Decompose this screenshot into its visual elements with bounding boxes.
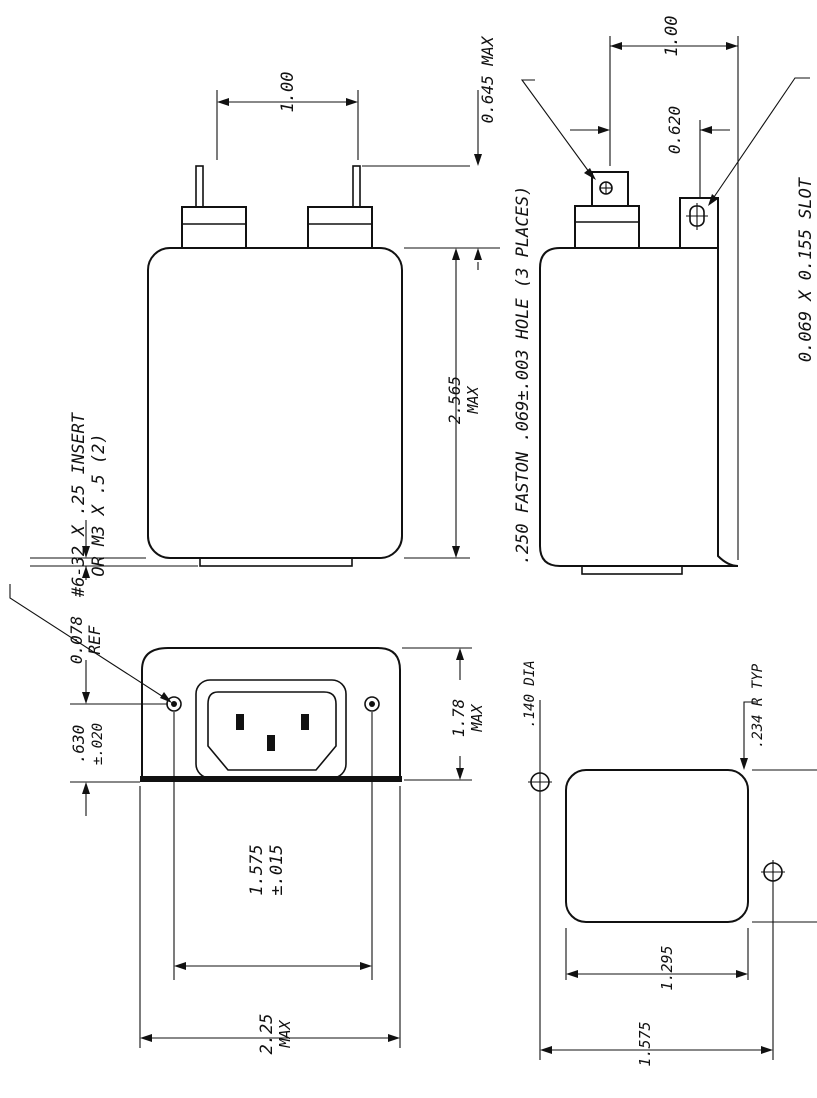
dim-depth-max: MAX (464, 385, 482, 414)
terminal-right-base (307, 206, 373, 249)
cutout-rectangle (565, 769, 749, 923)
dim-right-pin-spacing: 1.00 (662, 16, 682, 57)
front-view: .630 ±.020 1.78 MAX 1.575 ±.015 2.25 MAX (9, 584, 486, 1055)
side-view-body (147, 247, 403, 559)
dim-mount-spacing-tol: ±.015 (267, 844, 287, 895)
dim-insert-offset: .630 (69, 725, 88, 764)
right-view-base-plate (581, 565, 683, 575)
dim-depth: 2.565 (445, 376, 464, 424)
dim-insert-offset-tol: ±.020 (90, 723, 106, 765)
dim-cutout-width: 1.295 (658, 945, 676, 990)
inlet-pin-left (236, 714, 244, 730)
iec-inlet-outer (195, 679, 347, 779)
dim-front-width: 2.25 (257, 1014, 277, 1055)
inlet-pin-earth (267, 735, 275, 751)
callout-corner-radius: .234 R TYP (750, 663, 766, 748)
iec-inlet-inner (207, 691, 337, 771)
front-view-body (141, 647, 401, 779)
right-side-view: 1.00 0.620 .250 FASTON .069±.003 HOLE (3… (513, 16, 816, 575)
terminal-right-tab (352, 165, 361, 208)
right-view-body (539, 247, 739, 567)
dim-ref-offset: 0.078 (67, 616, 86, 664)
front-view-base-strip (140, 776, 402, 782)
insert-right (364, 696, 380, 712)
callout-faston: .250 FASTON .069±.003 HOLE (3 PLACES) (513, 186, 533, 565)
panel-cutout-view: .140 DIA .234 R TYP 1.295 1.575 (522, 660, 817, 1067)
callout-slot: 0.069 X 0.155 SLOT (796, 176, 816, 362)
dim-pin-spacing: 1.00 (278, 72, 298, 113)
callout-insert-line2: OR M3 X .5 (2) (89, 433, 109, 576)
inlet-pin-right (301, 714, 309, 730)
callout-hole-dia: .140 DIA (522, 660, 538, 727)
dim-pin-offset: 0.620 (665, 106, 684, 154)
callout-insert-line1: #6-32 X .25 INSERT (69, 411, 89, 598)
dim-cutout-hole-spacing: 1.575 (636, 1021, 654, 1066)
dim-pin-height-max: 0.645 MAX (478, 35, 497, 123)
terminal-left-base (181, 206, 247, 249)
side-view: 1.00 0.645 MAX 2.565 MAX 0.078 REF #6-32… (30, 35, 500, 664)
dim-ref-label: REF (85, 625, 104, 654)
dim-front-height: 1.78 (449, 699, 468, 738)
dim-mount-spacing: 1.575 (247, 844, 267, 895)
faston-tab-1 (591, 171, 629, 207)
terminal-left-tab (195, 165, 204, 208)
dim-front-height-max: MAX (468, 703, 486, 732)
side-view-base-plate (199, 557, 353, 567)
dim-front-width-max: MAX (276, 1019, 294, 1048)
